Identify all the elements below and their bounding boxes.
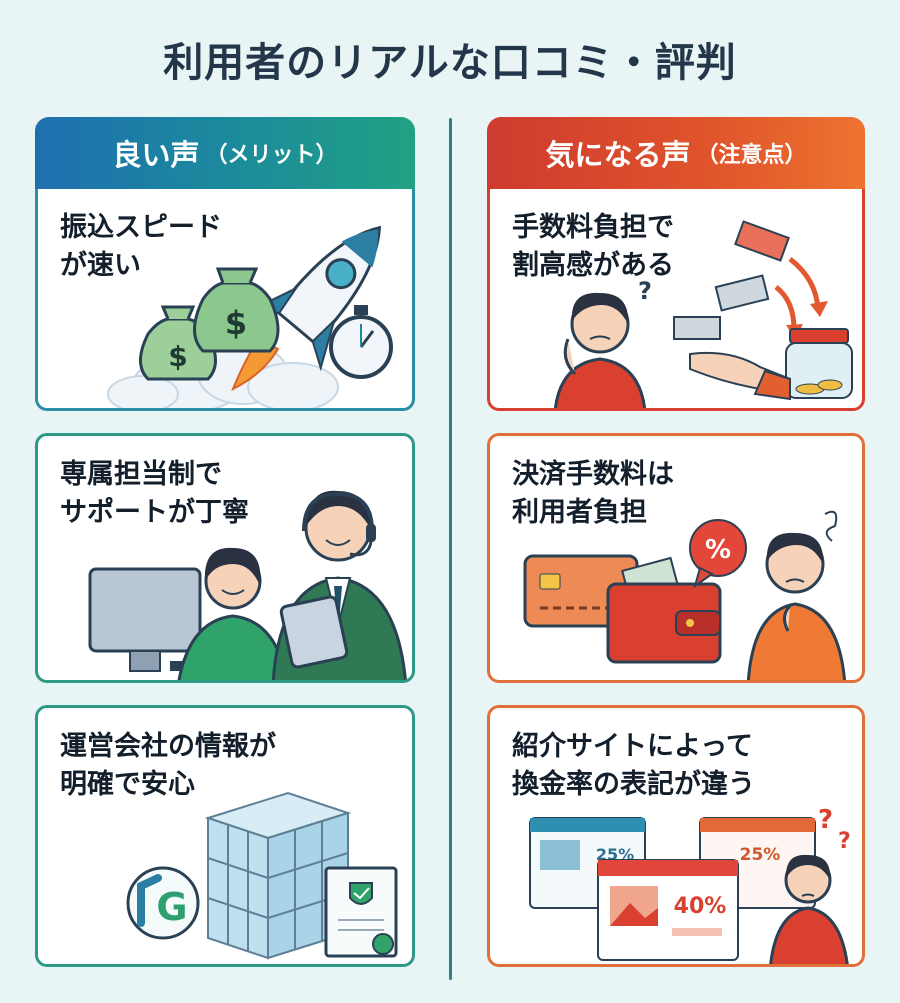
tablet-icon — [279, 595, 349, 669]
svg-text:$: $ — [225, 304, 247, 342]
good-header-main: 良い声 — [112, 138, 200, 172]
stopwatch-icon — [329, 305, 393, 379]
payment-fee-illustration: % — [523, 510, 846, 680]
certificate-icon — [324, 866, 398, 958]
svg-text:40%: 40% — [674, 894, 727, 919]
svg-text:25%: 25% — [740, 845, 781, 865]
svg-text:G: G — [156, 885, 187, 929]
office-building-illustration: G — [126, 791, 398, 960]
bad-card-fee-text: 手数料負担で 割高感がある — [512, 212, 674, 281]
page-title: 利用者のリアルな口コミ・評判 — [163, 40, 737, 86]
center-divider — [449, 118, 452, 980]
svg-text:?: ? — [818, 805, 833, 835]
good-header-sub: （メリット） — [205, 143, 338, 168]
svg-text:%: % — [705, 535, 731, 565]
thinking-person-avatar — [769, 854, 849, 964]
percent-bubble-icon: % — [689, 519, 747, 589]
down-arrow-icon — [788, 257, 821, 310]
rate-comparison-illustration: 25% 25% 40% ? ? — [529, 805, 851, 964]
wallet-icon — [606, 556, 722, 664]
svg-text:?: ? — [838, 829, 851, 854]
bad-card-rate-display-text: 紹介サイトによって 換金率の表記が違う — [512, 731, 755, 800]
rocket-icon — [248, 225, 382, 372]
svg-text:?: ? — [638, 277, 652, 305]
bad-card-payment-fee: 決済手数料は 利用者負担 % — [487, 433, 865, 683]
good-header: 良い声 （メリット） — [35, 117, 415, 189]
money-bag-icon: $ — [193, 267, 280, 353]
rocket-illustration: $ $ — [107, 225, 393, 408]
bill-icon — [673, 220, 790, 340]
bad-header: 気になる声 （注意点） — [487, 117, 865, 189]
woman-avatar — [177, 547, 289, 680]
confused-person-avatar: ? — [553, 277, 652, 408]
bad-card-rate-display: 紹介サイトによって 換金率の表記が違う 25% 25% 40% ? ? — [487, 705, 865, 967]
good-card-company: 運営会社の情報が 明確で安心 G — [35, 705, 415, 967]
support-agent-avatar — [271, 490, 407, 680]
good-card-company-text: 運営会社の情報が 明確で安心 — [60, 731, 276, 800]
bad-header-sub: （注意点） — [696, 143, 807, 168]
good-card-support: 専属担当制で サポートが丁寧 — [35, 433, 415, 683]
svg-text:$: $ — [168, 340, 187, 373]
coin-jar-icon — [785, 328, 853, 399]
good-card-speed-text: 振込スピード が速い — [60, 212, 222, 281]
fee-burden-illustration: ? — [553, 220, 853, 408]
bad-card-payment-fee-text: 決済手数料は 利用者負担 — [512, 459, 674, 528]
thinking-person-avatar — [746, 510, 846, 680]
website-window-icon: 40% — [597, 859, 739, 961]
bad-card-fee: 手数料負担で 割高感がある ? — [487, 189, 865, 411]
bad-header-main: 気になる声 — [545, 138, 691, 172]
good-card-speed: 振込スピード が速い $ $ — [35, 189, 415, 411]
down-arrow-icon — [774, 285, 797, 330]
company-logo-icon: G — [126, 866, 200, 940]
good-card-support-text: 専属担当制で サポートが丁寧 — [60, 459, 249, 528]
support-staff-illustration — [88, 490, 407, 680]
